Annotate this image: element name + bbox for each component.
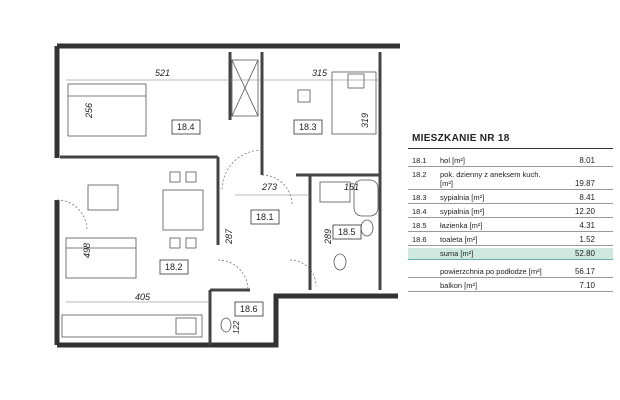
- dim-top-left: 521: [155, 68, 170, 78]
- dimension-lines: [66, 79, 380, 303]
- dim-toilet-small: 122: [232, 320, 241, 334]
- room-18-5: 18.5: [332, 224, 362, 240]
- dim-right-upper: 319: [360, 113, 370, 128]
- dim-bath-width: 151: [344, 182, 359, 192]
- floor-plan: 521 315 256 319 273 151 287 289 498 405 …: [54, 43, 400, 348]
- floor-area-row: powierzchnia po podłodze [m²] 56.17: [408, 266, 613, 278]
- door-swings: [56, 149, 317, 291]
- apartment-title: MIESZKANIE NR 18: [408, 133, 613, 149]
- dim-top-right: 315: [312, 68, 328, 78]
- inner-walls: [60, 52, 382, 345]
- svg-text:18.5: 18.5: [338, 227, 356, 237]
- furniture: [61, 59, 379, 338]
- svg-text:18.3: 18.3: [299, 122, 317, 132]
- room-18-6: 18.6: [234, 301, 264, 317]
- legend-sum-row: suma [m²] 52.80: [408, 248, 613, 260]
- dim-bottom: 405: [135, 292, 151, 302]
- dim-hall-height: 287: [224, 228, 234, 245]
- room-18-3: 18.3: [293, 119, 323, 135]
- dim-left-lower: 498: [82, 243, 92, 258]
- svg-text:18.4: 18.4: [177, 122, 195, 132]
- dim-hall-width: 273: [261, 182, 277, 192]
- dim-left-upper: 256: [84, 103, 94, 119]
- balcony-row: balkon [m²] 7.10: [408, 280, 613, 292]
- room-18-1: 18.1: [250, 209, 280, 225]
- svg-text:18.6: 18.6: [240, 304, 258, 314]
- svg-text:18.1: 18.1: [256, 212, 274, 222]
- room-18-4: 18.4: [171, 119, 201, 135]
- outer-walls: [54, 43, 400, 348]
- dim-bath-height: 289: [323, 229, 333, 245]
- room-18-2: 18.2: [159, 259, 189, 275]
- svg-text:18.2: 18.2: [165, 262, 183, 272]
